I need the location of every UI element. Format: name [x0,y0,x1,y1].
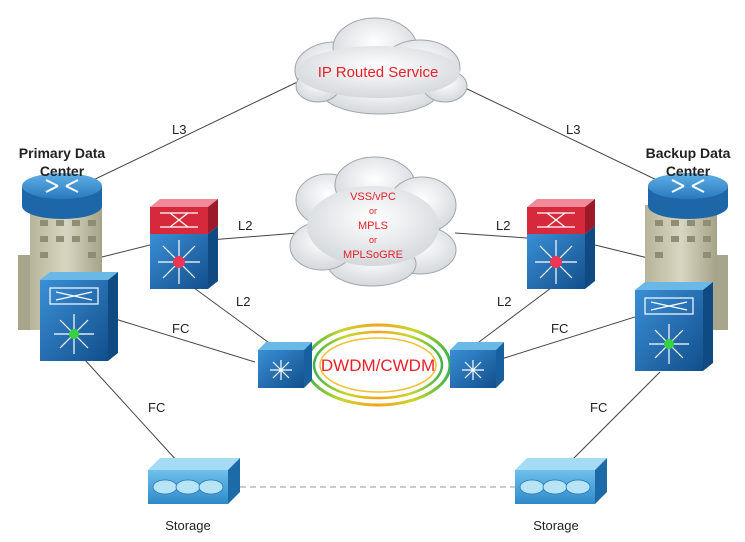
label-fc-left-optical: FC [172,321,189,336]
firewall-switch-icon [527,199,595,289]
primary-data-center: Primary Data Center Storage [18,145,240,533]
link-l3-right [437,74,689,196]
link-fc-left-storage [84,359,179,463]
label-l2-right-cloud: L2 [496,218,510,233]
router-icon [648,173,728,219]
link-l2-right-cloud [454,232,528,239]
backup-title-line2: Center [666,163,711,179]
link-labels: L3 L3 L2 L2 L2 L2 FC FC FC FC [148,122,607,415]
link-fc-left-optical [111,317,256,363]
backup-title-line1: Backup Data [646,145,731,161]
cloud-label-or-2: or [369,235,377,245]
storage-array-icon [148,458,240,504]
dwdm-label: DWDM/CWDM [321,356,435,375]
label-l2-left-cloud: L2 [238,218,252,233]
storage-label-right: Storage [533,518,579,533]
link-l2-left-optical [189,284,273,346]
left-optical-mux [258,342,312,388]
cloud-label-mpls: MPLS [358,220,388,232]
label-fc-right-storage: FC [590,400,607,415]
san-switch-icon [40,272,118,361]
label-fc-left-storage: FC [148,400,165,415]
dwdm-ring-inner [312,330,444,400]
l2-transport-cloud: VSS/vPC or MPLS or MPLSoGRE [289,156,457,287]
link-l3-left [61,74,313,196]
right-optical-mux [450,342,504,388]
link-l2-right-optical [474,284,556,346]
dwdm-ring: DWDM/CWDM [304,323,452,407]
storage-label-left: Storage [165,518,211,533]
link-building-left-to-switch [97,244,151,259]
router-icon [22,173,102,219]
cloud-label-mplsogre: MPLSoGRE [343,249,403,261]
storage-array-icon [515,458,607,504]
ip-routed-service-cloud: IP Routed Service [294,17,468,115]
connection-lines [61,74,689,488]
cloud-label-or-1: or [369,206,377,216]
label-l3-left: L3 [172,122,186,137]
san-switch-icon [635,282,713,371]
label-l2-right-optical: L2 [497,294,511,309]
backup-data-center: Backup Data Center Storage [515,145,731,533]
firewall-switch-icon [150,199,218,289]
primary-title-line2: Center [40,163,85,179]
label-l3-right: L3 [566,122,580,137]
label-l2-left-optical: L2 [236,294,250,309]
cloud-label-vss: VSS/vPC [350,191,396,203]
cloud-label-ip-routed: IP Routed Service [318,64,439,81]
link-fc-right-storage [569,371,661,463]
primary-title-line1: Primary Data [19,145,106,161]
link-l2-left-cloud [209,232,299,241]
link-building-right-to-switch [594,244,649,259]
label-fc-right-optical: FC [551,321,568,336]
link-fc-right-optical [497,315,639,361]
